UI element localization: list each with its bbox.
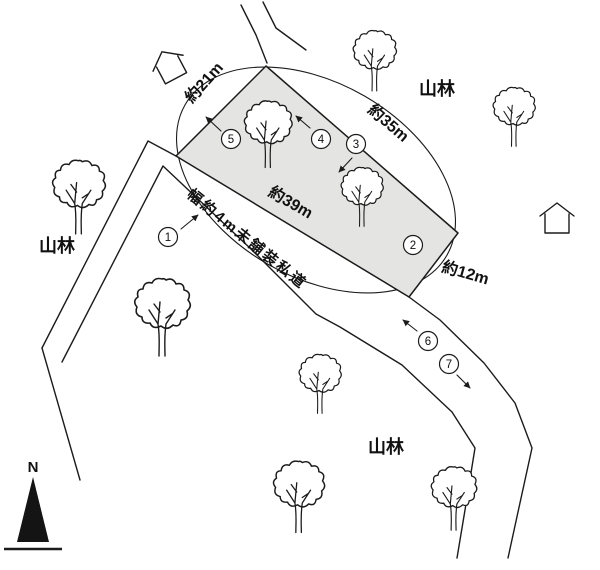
marker-4: 4 <box>310 128 332 150</box>
arrow-3 <box>338 157 353 173</box>
dimension-right: 約12m <box>440 257 491 289</box>
marker-7: 7 <box>438 353 460 375</box>
dimension-top-right: 約35m <box>364 100 413 146</box>
forest-label-bottom: 山林 <box>368 436 404 457</box>
tree-icon <box>430 466 478 531</box>
road-edge-right <box>408 296 533 559</box>
forest-label-left: 山林 <box>39 235 75 256</box>
marker-7-label: 7 <box>446 359 452 371</box>
marker-6: 6 <box>417 330 439 352</box>
dimension-top-left: 約21m <box>181 58 227 106</box>
road-branch-left <box>41 347 81 481</box>
marker-2-label: 2 <box>410 240 416 252</box>
house-icon <box>539 202 575 234</box>
marker-6-label: 6 <box>425 336 431 348</box>
lane-line-right <box>262 1 307 51</box>
marker-2: 2 <box>402 234 424 256</box>
parcel-polygon <box>175 65 459 298</box>
marker-3-label: 3 <box>353 139 359 151</box>
arrow-6 <box>402 319 418 332</box>
marker-3: 3 <box>345 133 367 155</box>
compass-north-label: N <box>28 459 39 476</box>
lane-line-left <box>240 4 268 64</box>
marker-4-label: 4 <box>318 134 325 146</box>
house-icon <box>146 43 192 87</box>
tree-icon <box>492 86 536 147</box>
compass: N <box>4 459 62 551</box>
tree-icon <box>298 353 342 414</box>
compass-needle-icon <box>17 477 49 542</box>
tree-icon <box>133 277 192 357</box>
marker-1: 1 <box>157 226 179 248</box>
tree-icon <box>51 159 107 235</box>
arrow-7 <box>456 374 471 389</box>
marker-5: 5 <box>220 128 242 150</box>
road-edge-upper <box>41 140 177 349</box>
boundary-ellipse <box>175 66 457 294</box>
tree-icon <box>352 29 398 92</box>
arrow-5 <box>205 116 222 132</box>
marker-1-label: 1 <box>165 232 171 244</box>
forest-label-top-right: 山林 <box>419 78 455 99</box>
tree-icon <box>272 460 326 534</box>
arrow-1 <box>180 214 199 230</box>
marker-5-label: 5 <box>228 134 234 146</box>
arrow-4 <box>295 115 311 129</box>
